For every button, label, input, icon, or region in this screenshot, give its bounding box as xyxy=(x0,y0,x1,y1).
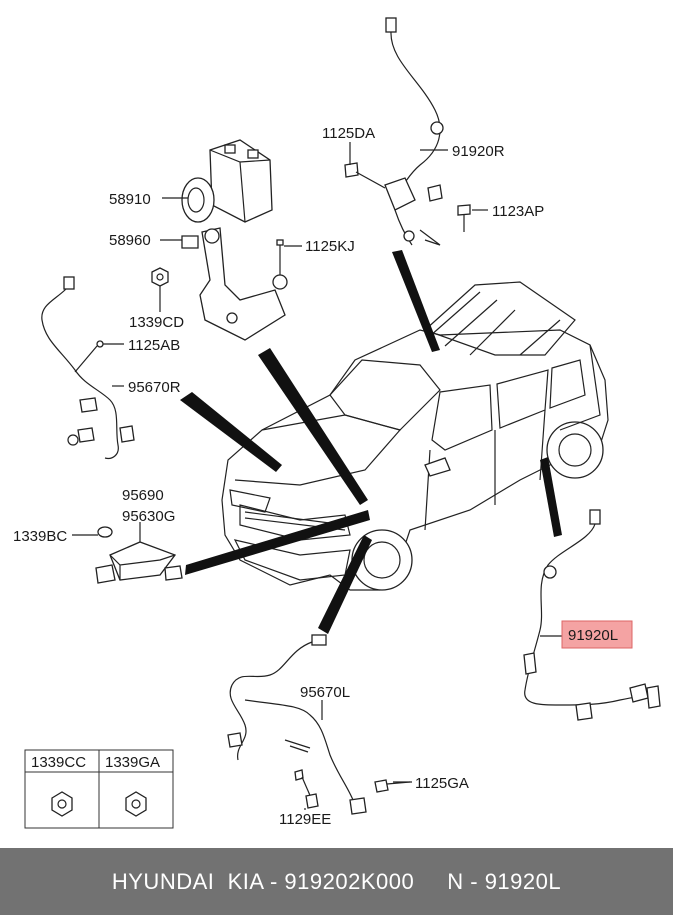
label-58910: 58910 xyxy=(109,191,151,208)
label-91920R: 91920R xyxy=(452,143,505,160)
nut-1339BC xyxy=(97,526,113,538)
pointer-lines xyxy=(180,250,562,634)
label-1129EE: 1129EE xyxy=(279,811,331,828)
legend-table: 1339CC 1339GA xyxy=(24,749,174,829)
legend-col2-header: 1339GA xyxy=(105,754,160,771)
bracket-58960 xyxy=(181,227,286,341)
label-95630G: 95630G xyxy=(122,508,175,525)
bolt-1125DA xyxy=(344,162,386,189)
yaw-sensor-95690 xyxy=(95,541,183,584)
bolt-1123AP xyxy=(457,204,471,232)
nut-icon xyxy=(125,791,147,817)
footer-text: HYUNDAI KIA - 919202K000 N - 91920L xyxy=(111,868,562,894)
label-91920L: 91920L xyxy=(568,627,618,644)
label-1339CD: 1339CD xyxy=(129,314,184,331)
sensor-91920R xyxy=(384,17,444,246)
label-1125DA: 1125DA xyxy=(322,125,375,142)
nut-1339CD xyxy=(151,267,169,287)
sensor-95670R xyxy=(41,276,135,460)
label-95690: 95690 xyxy=(122,487,164,504)
label-1123AP: 1123AP xyxy=(492,203,544,220)
legend-col1-header: 1339CC xyxy=(31,754,86,771)
abs-module-58910 xyxy=(181,139,273,223)
parts-diagram: 58910 58960 1339CD 1125KJ 1125DA 91920R … xyxy=(13,17,661,829)
label-95670L: 95670L xyxy=(300,684,350,701)
label-1125KJ: 1125KJ xyxy=(305,238,355,255)
bolt-1129EE xyxy=(294,769,319,809)
label-1339BC: 1339BC xyxy=(13,528,67,545)
bolt-1125KJ xyxy=(272,239,288,290)
nut-icon xyxy=(51,791,73,817)
leader-lines xyxy=(72,142,562,810)
footer-bar: HYUNDAI KIA - 919202K000 N - 91920L xyxy=(0,848,673,915)
bolt-1125GA xyxy=(374,779,411,793)
sensor-95670L xyxy=(227,634,367,815)
label-1125GA: 1125GA xyxy=(415,775,469,792)
sensor-91920L xyxy=(523,509,661,721)
highlight-box-91920L xyxy=(561,620,633,649)
label-95670R: 95670R xyxy=(128,379,181,396)
bolt-1125AB xyxy=(74,340,104,373)
label-58960: 58960 xyxy=(109,232,151,249)
label-1125AB: 1125AB xyxy=(128,337,180,354)
